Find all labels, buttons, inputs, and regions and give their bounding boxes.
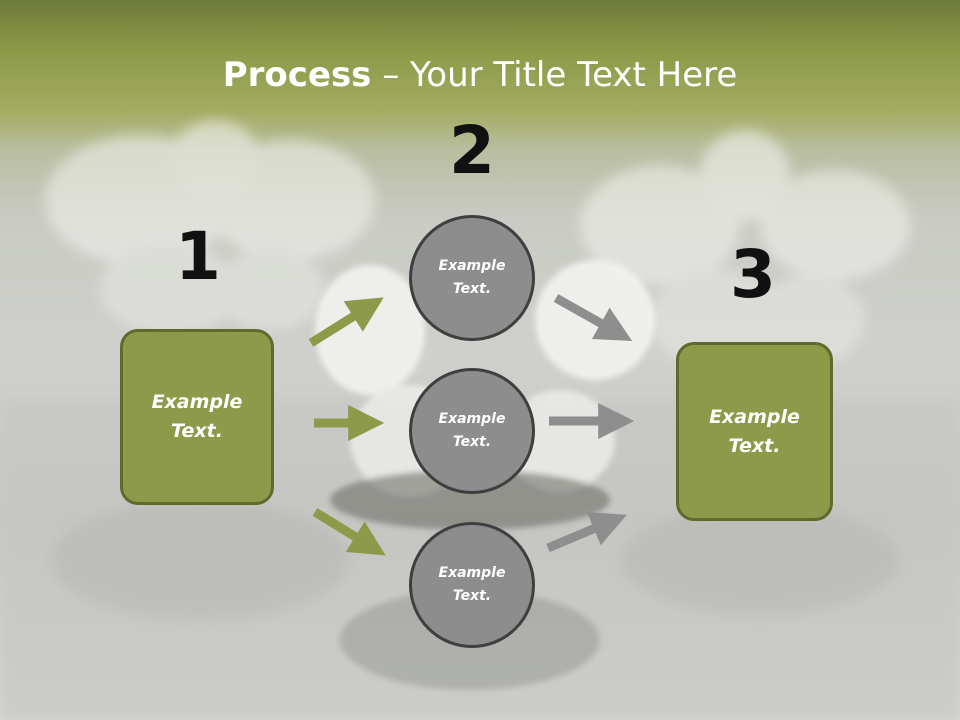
step-number-1: 1 — [175, 218, 221, 295]
step-number-3: 3 — [730, 236, 776, 313]
left-orchid — [45, 120, 375, 620]
right-orchid — [580, 130, 910, 615]
title-bold: Process — [222, 55, 372, 95]
slide-title: Process – Your Title Text Here — [0, 52, 960, 98]
step-3-box: Example Text. — [676, 342, 833, 521]
circle-middle: Example Text. — [409, 368, 535, 494]
arrow-bottom-to-3 — [546, 512, 627, 553]
circle-bottom-label: Example Text. — [438, 565, 506, 604]
title-rest: – Your Title Text Here — [371, 55, 738, 95]
step-1-box: Example Text. — [120, 329, 274, 505]
arrow-1-to-bottom — [312, 508, 386, 556]
circle-top: Example Text. — [409, 215, 535, 341]
step-number-2: 2 — [449, 112, 495, 189]
step-1-label: Example Text. — [151, 391, 243, 442]
arrow-top-to-3 — [553, 294, 633, 341]
circle-top-label: Example Text. — [438, 258, 506, 297]
circle-bottom: Example Text. — [409, 522, 535, 648]
step-3-label: Example Text. — [709, 405, 800, 457]
arrow-1-to-top — [308, 297, 384, 347]
circle-middle-label: Example Text. — [438, 411, 506, 450]
